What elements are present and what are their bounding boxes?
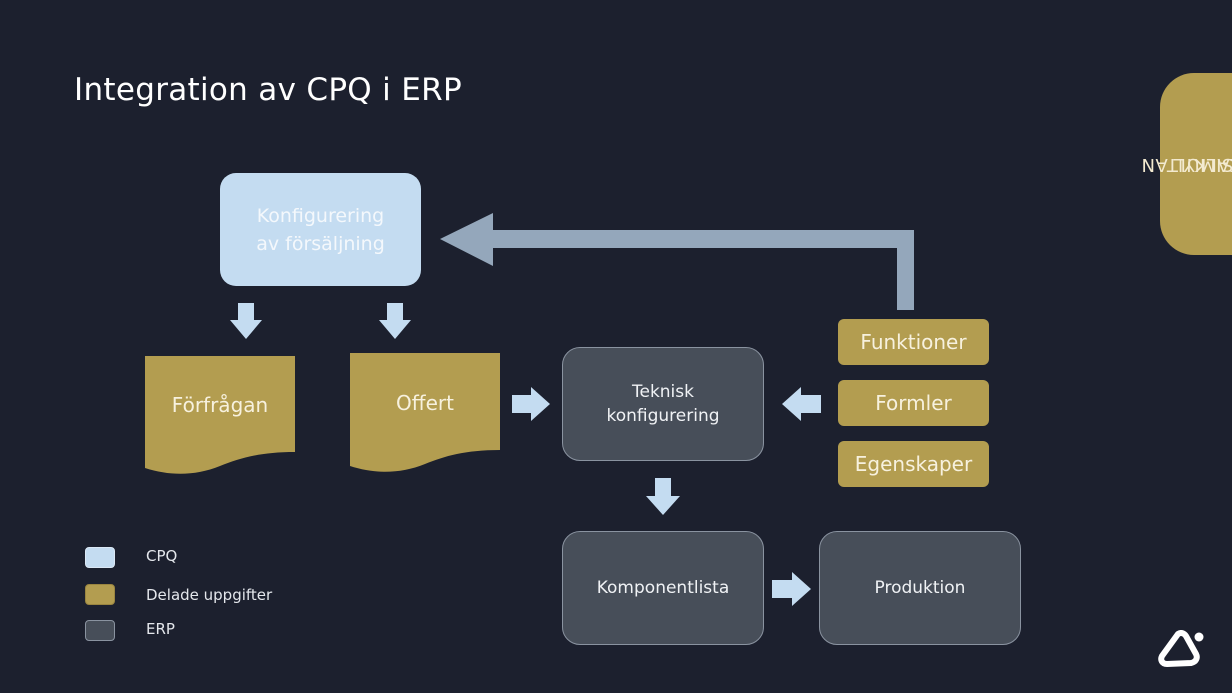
formulas-box[interactable]: Formler bbox=[838, 380, 989, 426]
quote-document-shape bbox=[350, 353, 500, 472]
production-box[interactable]: Produktion bbox=[819, 531, 1021, 645]
functions-box[interactable]: Funktioner bbox=[838, 319, 989, 365]
right-arrow-quote-to-tech bbox=[512, 387, 550, 421]
formulas-label: Formler bbox=[875, 391, 952, 415]
left-arrow-formulas-to-tech bbox=[782, 387, 821, 421]
inquiry-label: Förfrågan bbox=[171, 393, 269, 417]
cpq-configuration-box[interactable]: Konfigurering av försäljning bbox=[220, 173, 421, 286]
legend-swatch-shared bbox=[85, 584, 115, 605]
cpq-config-line1: Konfigurering bbox=[256, 204, 385, 227]
legend-swatch-erp bbox=[85, 620, 115, 641]
component-list-box[interactable]: Komponentlista bbox=[562, 531, 764, 645]
quote-label: Offert bbox=[396, 391, 454, 415]
right-arrow-components-to-production bbox=[772, 572, 811, 606]
slide-title: Integration av CPQ i ERP bbox=[74, 72, 462, 108]
technical-configuration-box[interactable]: Teknisk konfigurering bbox=[562, 347, 764, 461]
legend-label-erp: ERP bbox=[146, 620, 175, 638]
legend-label-shared: Delade uppgifter bbox=[146, 586, 273, 604]
cpq-config-line2: av försäljning bbox=[256, 232, 385, 255]
down-arrow-quote bbox=[379, 303, 411, 339]
properties-label: Egenskaper bbox=[854, 452, 973, 476]
component-list-label: Komponentlista bbox=[596, 578, 730, 598]
legend-swatch-cpq bbox=[85, 547, 115, 568]
properties-box[interactable]: Egenskaper bbox=[838, 441, 989, 487]
tech-config-line1: Teknisk bbox=[631, 382, 694, 402]
production-label: Produktion bbox=[874, 578, 966, 598]
inquiry-document-shape bbox=[145, 356, 295, 474]
legend-label-cpq: CPQ bbox=[146, 547, 178, 565]
tech-config-line2: konfigurering bbox=[606, 406, 720, 426]
simultan-kalkyl-tab[interactable]: SIMULTAN KALKYL bbox=[1141, 73, 1232, 255]
feedback-arrow bbox=[440, 213, 914, 310]
company-logo-icon bbox=[1158, 630, 1204, 667]
functions-label: Funktioner bbox=[860, 330, 967, 354]
down-arrow-inquiry bbox=[230, 303, 262, 339]
down-arrow-tech-to-components bbox=[646, 478, 680, 515]
